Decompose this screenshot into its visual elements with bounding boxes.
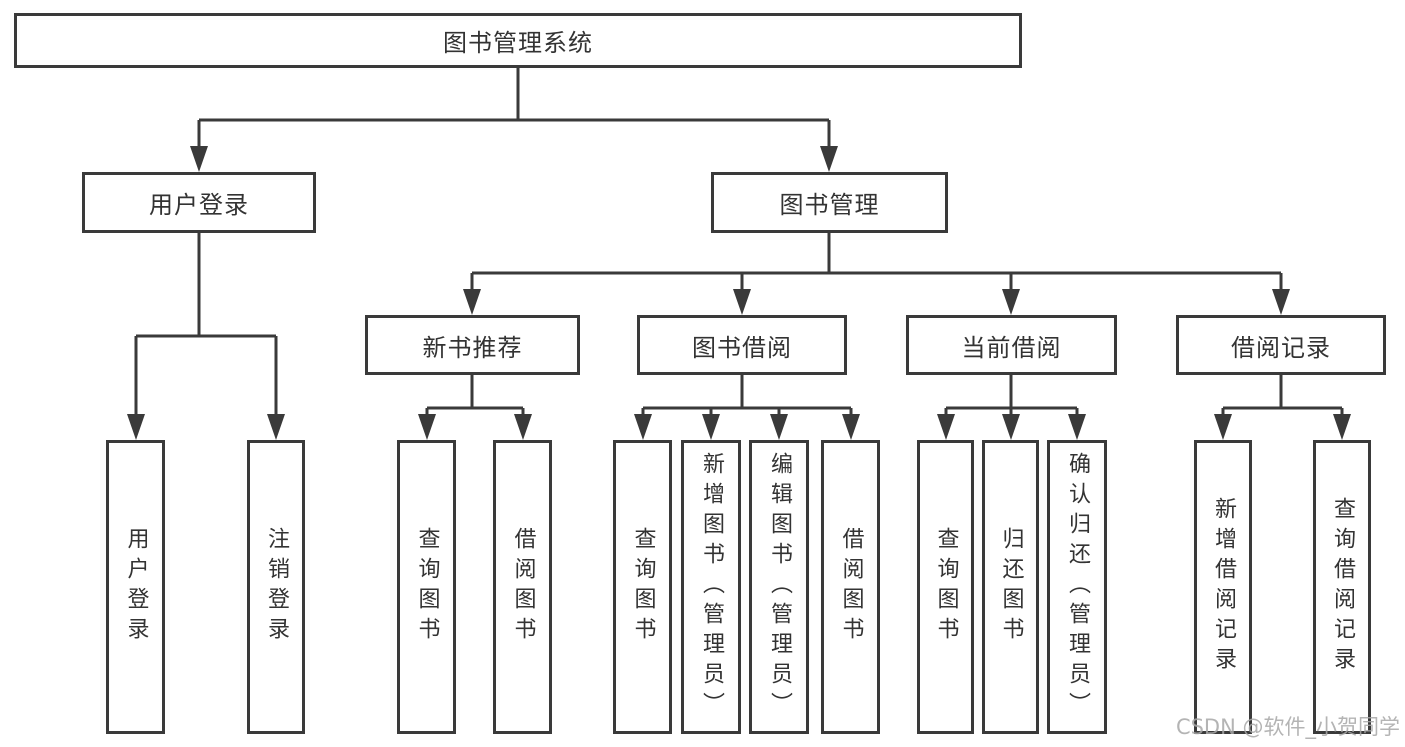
node-label: 查询借阅记录 [1330, 497, 1355, 677]
node-label: 图书管理系统 [443, 29, 593, 57]
leaf-borrow-books-recommend: 借阅图书 [493, 440, 552, 734]
csdn-watermark: CSDN @软件_小贺同学 [1175, 715, 1400, 739]
node-label: 确认归还（管理员） [1065, 452, 1090, 722]
leaf-query-borrow-record: 查询借阅记录 [1313, 440, 1371, 734]
leaf-confirm-return-admin: 确认归还（管理员） [1047, 440, 1107, 734]
node-book-borrow: 图书借阅 [637, 315, 847, 375]
leaf-query-books-borrow: 查询图书 [613, 440, 672, 734]
connector-root [190, 68, 838, 172]
leaf-query-books-current: 查询图书 [917, 440, 974, 734]
leaf-query-books-recommend: 查询图书 [397, 440, 456, 734]
leaf-return-book: 归还图书 [982, 440, 1039, 734]
connector-user-login-branch [127, 233, 285, 440]
leaf-add-book-admin: 新增图书（管理员） [681, 440, 741, 734]
leaf-edit-book-admin: 编辑图书（管理员） [749, 440, 809, 734]
node-label: 当前借阅 [961, 333, 1062, 362]
connector-borrow-records-branch [1214, 375, 1351, 440]
leaf-borrow-books: 借阅图书 [821, 440, 880, 734]
node-label: 用户登录 [149, 191, 249, 219]
node-user-login: 用户登录 [82, 172, 316, 233]
node-new-book-recommend: 新书推荐 [365, 315, 580, 375]
node-label: 图书管理 [779, 191, 880, 219]
node-label: 借阅记录 [1231, 333, 1331, 362]
node-label: 查询图书 [414, 527, 440, 647]
node-label: 用户登录 [123, 527, 149, 647]
node-label: 新增借阅记录 [1211, 497, 1236, 677]
node-label: 新书推荐 [422, 333, 523, 362]
leaf-logout: 注销登录 [247, 440, 305, 734]
node-book-management: 图书管理 [711, 172, 948, 233]
node-borrow-records: 借阅记录 [1176, 315, 1386, 375]
node-label: 图书借阅 [692, 333, 792, 362]
connector-book-borrow-branch [634, 375, 860, 440]
node-root: 图书管理系统 [14, 13, 1022, 68]
node-label: 新增图书（管理员） [699, 452, 724, 722]
node-label: 查询图书 [933, 527, 959, 647]
leaf-user-login: 用户登录 [106, 440, 165, 734]
leaf-add-borrow-record: 新增借阅记录 [1194, 440, 1252, 734]
connector-new-book-recommend-branch [418, 375, 532, 440]
node-label: 编辑图书（管理员） [767, 452, 792, 722]
node-label: 归还图书 [998, 527, 1024, 647]
node-label: 借阅图书 [510, 527, 536, 647]
node-current-borrow: 当前借阅 [906, 315, 1117, 375]
node-label: 查询图书 [630, 527, 656, 647]
node-label: 借阅图书 [838, 527, 864, 647]
connector-book-management-branch [463, 233, 1290, 315]
node-label: 注销登录 [264, 527, 289, 647]
connector-current-borrow-branch [937, 375, 1086, 440]
